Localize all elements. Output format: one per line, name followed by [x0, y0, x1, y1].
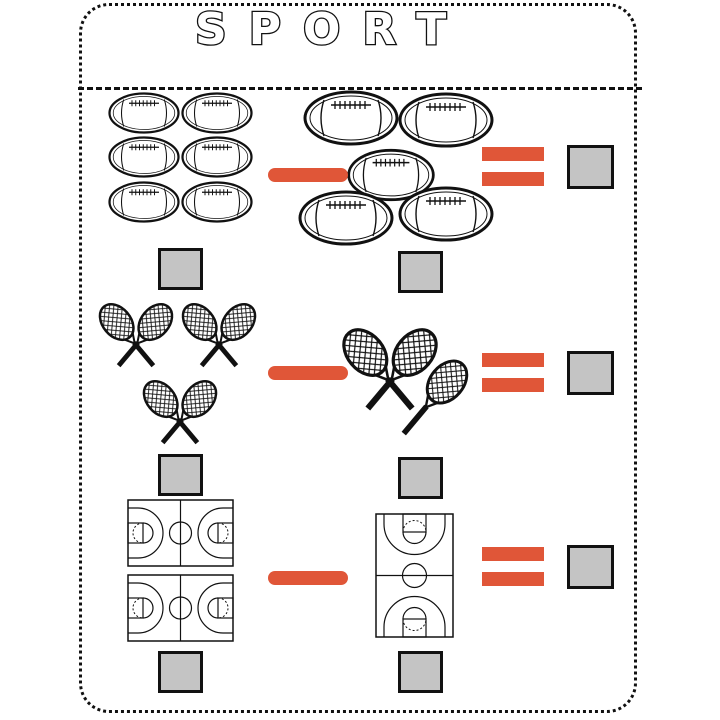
equals-sign-top: [482, 353, 544, 367]
answer-box-rackets-result[interactable]: [567, 351, 614, 395]
football-icon: [398, 92, 494, 148]
answer-box-footballs-result[interactable]: [567, 145, 614, 189]
football-icon: [108, 181, 180, 223]
footballs-left-group: [108, 92, 253, 223]
basketball-court-icon: [127, 574, 234, 642]
minus-sign: [268, 168, 348, 182]
equals-sign-bottom: [482, 172, 544, 186]
worksheet-border: [79, 3, 637, 713]
equals-sign-bottom: [482, 378, 544, 392]
equals-sign-top: [482, 547, 544, 561]
tennis-rackets-icon: [137, 375, 223, 452]
courts-right-group: [375, 513, 454, 638]
football-icon: [181, 181, 253, 223]
football-icon: [181, 92, 253, 134]
basketball-court-icon: [127, 499, 234, 567]
basketball-court-icon: [375, 513, 454, 638]
rackets-left-group: [93, 298, 262, 452]
minus-sign: [268, 366, 348, 380]
equals-sign-bottom: [482, 572, 544, 586]
answer-box-footballs-right[interactable]: [398, 251, 443, 293]
minus-sign: [268, 571, 348, 585]
football-icon: [181, 136, 253, 178]
answer-box-rackets-right[interactable]: [398, 457, 443, 499]
tennis-rackets-icon: [176, 298, 262, 375]
football-icon: [108, 92, 180, 134]
answer-box-footballs-left[interactable]: [158, 248, 203, 290]
rackets-right-group: [335, 321, 477, 446]
football-icon: [398, 186, 494, 242]
page-title: SPORT: [194, 3, 469, 57]
courts-left-group: [127, 499, 234, 642]
answer-box-courts-result[interactable]: [567, 545, 614, 589]
football-icon: [303, 90, 399, 146]
answer-box-courts-left[interactable]: [158, 651, 203, 693]
answer-box-courts-right[interactable]: [398, 651, 443, 693]
answer-box-rackets-left[interactable]: [158, 454, 203, 496]
equals-sign-top: [482, 147, 544, 161]
header-divider: [78, 87, 642, 90]
football-icon: [108, 136, 180, 178]
football-icon: [298, 190, 394, 246]
tennis-rackets-icon: [93, 298, 179, 375]
